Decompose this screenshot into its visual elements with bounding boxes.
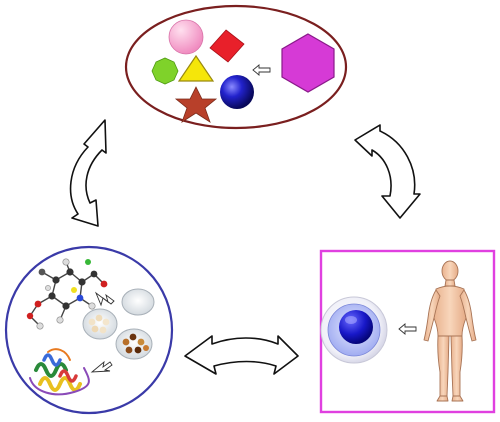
connector-right-arrow (354, 124, 421, 219)
molecule-arrow-icon (94, 291, 115, 307)
cell-icon (320, 296, 388, 364)
small-arrow-icon (252, 64, 271, 76)
cell-arrow-icon (398, 323, 417, 335)
brown-star (174, 86, 218, 123)
shapes-panel (124, 4, 348, 130)
protein-ribbon-icon (29, 348, 90, 396)
green-octagon (151, 57, 179, 85)
curved-double-arrow-icon (354, 124, 421, 219)
yellow-triangle (177, 54, 215, 82)
molecule-atoms (26, 258, 108, 330)
pink-circle (168, 19, 204, 55)
connector-left-arrow (69, 119, 107, 227)
molecules-panel (4, 245, 174, 415)
petri-dish-icon (82, 288, 155, 360)
connector-bottom-arrow (184, 335, 299, 375)
red-diamond (209, 29, 245, 63)
protein-arrow-icon (90, 360, 113, 373)
human-panel (319, 249, 496, 414)
curved-double-arrow-icon (69, 119, 107, 227)
magenta-hexagon (281, 33, 335, 93)
blue-sphere (220, 75, 254, 109)
human-body-icon (423, 260, 477, 402)
curved-double-arrow-icon (184, 335, 299, 375)
